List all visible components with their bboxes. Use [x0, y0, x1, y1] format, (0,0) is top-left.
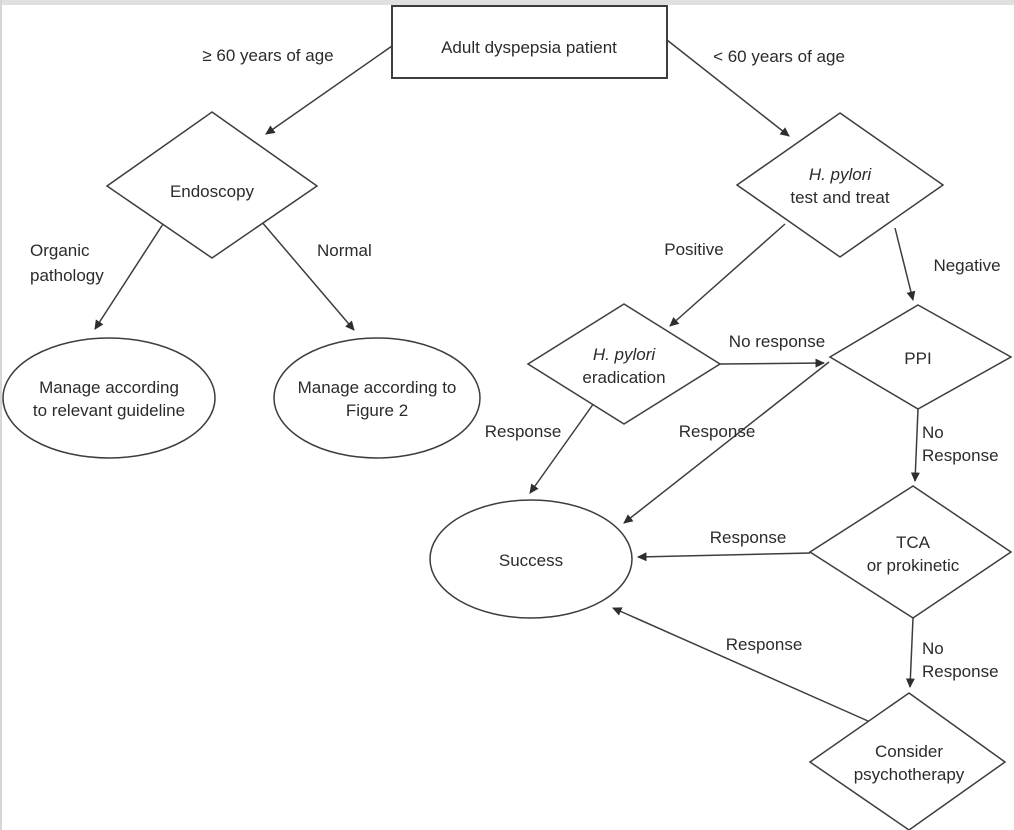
flow-nodes: Adult dyspepsia patient Endoscopy H. pyl… [2, 5, 1013, 830]
node-manage-guideline-ellipse [2, 337, 216, 459]
edge-hp-test-to-ppi [894, 227, 916, 301]
node-start-box [391, 5, 668, 79]
edge-label-normal: Normal [317, 241, 372, 260]
node-manage-figure2-ellipse [273, 337, 481, 459]
node-success-label: Success [499, 551, 563, 570]
node-eradication-line2: eradication [582, 368, 665, 387]
edge-eradication-to-success [529, 402, 595, 494]
edge-label-age-ge60: ≥ 60 years of age [202, 46, 333, 65]
edge-label-response-tca: Response [710, 528, 787, 547]
edge-start-to-endoscopy [265, 45, 393, 135]
edge-tca-to-psychotherapy [905, 617, 915, 688]
edge-label-age-lt60: < 60 years of age [713, 47, 845, 66]
edge-label-no-response-tca-line2: Response [922, 662, 999, 681]
node-start-label: Adult dyspepsia patient [441, 38, 617, 57]
node-endoscopy-diamond [105, 111, 319, 259]
node-psychotherapy-diamond [808, 692, 1007, 830]
edge-hp-test-to-eradication [669, 223, 786, 327]
edge-label-response-eradication: Response [485, 422, 562, 441]
edge-label-organic-line1: Organic [30, 241, 90, 260]
node-success-ellipse [429, 499, 633, 619]
edge-label-no-response-eradication: No response [729, 332, 825, 351]
page-edge-strip [2, 0, 1014, 5]
edge-label-response-ppi: Response [679, 422, 756, 441]
node-hp-test-diamond [735, 112, 945, 258]
edge-label-organic-line2: pathology [30, 266, 104, 285]
edge-label-no-response-ppi-line2: Response [922, 446, 999, 465]
node-manage-guideline-line1: Manage according [39, 378, 179, 397]
edge-tca-to-success [637, 552, 811, 562]
node-ppi-diamond [828, 304, 1013, 410]
node-manage-figure2-line1: Manage according to [298, 378, 457, 397]
node-eradication-diamond [526, 303, 722, 425]
edge-endoscopy-to-figure2 [260, 220, 355, 331]
node-ppi-label: PPI [904, 349, 931, 368]
node-tca-line2: or prokinetic [867, 556, 960, 575]
node-tca-line1: TCA [896, 533, 931, 552]
node-hp-test-label-line2: test and treat [790, 188, 890, 207]
node-eradication-line1: H. pylori [593, 345, 657, 364]
node-psychotherapy-line2: psychotherapy [854, 765, 965, 784]
node-hp-test-label-line1: H. pylori [809, 165, 873, 184]
edge-psychotherapy-to-success [612, 607, 869, 722]
node-manage-guideline-line2: to relevant guideline [33, 401, 185, 420]
edge-endoscopy-to-guideline [94, 220, 166, 330]
node-manage-figure2-line2: Figure 2 [346, 401, 408, 420]
flow-edges [94, 39, 920, 722]
edge-eradication-to-ppi [719, 358, 825, 368]
edge-ppi-to-tca [910, 408, 920, 482]
edge-label-no-response-tca-line1: No [922, 639, 944, 658]
edge-start-to-hp-test [666, 39, 790, 137]
edge-ppi-to-success [623, 361, 830, 524]
edge-label-no-response-ppi-line1: No [922, 423, 944, 442]
node-tca-diamond [808, 485, 1013, 619]
node-psychotherapy-line1: Consider [875, 742, 943, 761]
edge-label-negative: Negative [933, 256, 1000, 275]
edge-label-response-psychotherapy: Response [726, 635, 803, 654]
node-endoscopy-label: Endoscopy [170, 182, 255, 201]
edge-labels: ≥ 60 years of age < 60 years of age Orga… [30, 46, 1001, 681]
edge-label-positive: Positive [664, 240, 724, 259]
